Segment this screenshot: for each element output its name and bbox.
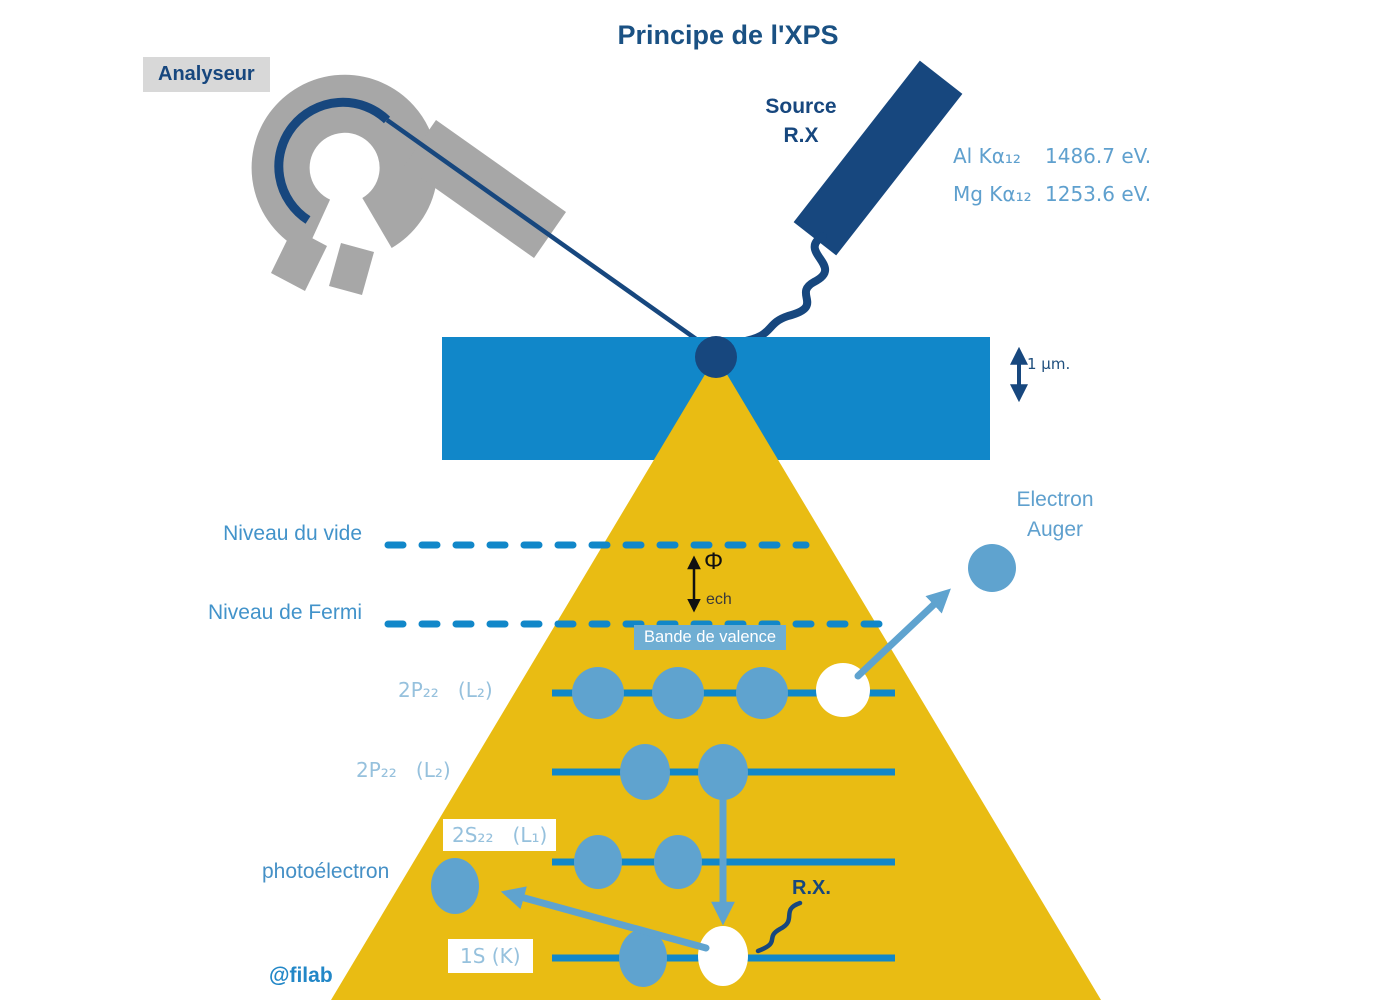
work-function-subscript: ech	[706, 591, 732, 608]
electron	[652, 667, 704, 719]
electron	[654, 835, 702, 889]
analyzer-label: Analyseur	[143, 57, 270, 92]
xray-energy-row: Mg Kα₁₂ 1253.6 eV.	[953, 182, 1151, 206]
xray-energy-list: Al Kα₁₂ 1486.7 eV. Mg Kα₁₂ 1253.6 eV.	[953, 144, 1151, 220]
level-label-2p-b: 2P₂₂ (L₂)	[356, 758, 451, 782]
auger-electron-label: Electron Auger	[988, 485, 1122, 545]
analyzer-foot-right	[329, 243, 374, 295]
level-label-2s: 2S₂₂ (L₁)	[443, 819, 557, 851]
electron	[619, 929, 667, 987]
source-label: Source R.X	[751, 92, 851, 150]
xray-energy-row: Al Kα₁₂ 1486.7 eV.	[953, 144, 1151, 168]
electron	[572, 667, 624, 719]
source-label-line1: Source	[765, 95, 837, 118]
xray-line-name: Al Kα₁₂	[953, 144, 1021, 168]
depth-label: 1 μm.	[1027, 355, 1071, 373]
work-function-symbol: Φ	[704, 548, 724, 575]
auger-label-line2: Auger	[1026, 518, 1084, 541]
photoelectron-label: photoélectron	[262, 860, 390, 883]
level-label-2p-a: 2P₂₂ (L₂)	[398, 678, 493, 702]
electron-hole-1s	[698, 926, 748, 986]
page-title: Principe de l'XPS	[617, 20, 839, 50]
credit-watermark: @filab	[269, 964, 333, 987]
xray-line-energy: 1486.7 eV.	[1045, 144, 1152, 168]
vacuum-level-label: Niveau du vide	[223, 522, 362, 545]
analyzer-electron-path-arc	[274, 97, 391, 224]
valence-band-label: Bande de valence	[634, 625, 787, 650]
xray-line-name: Mg Kα₁₂	[953, 182, 1032, 206]
rx-photon-label: R.X.	[792, 877, 831, 899]
auger-label-line1: Electron	[1016, 488, 1094, 511]
electron	[620, 744, 670, 800]
photoelectron-ejection-arrow	[500, 886, 710, 952]
electron	[736, 667, 788, 719]
analyzer-electron-path-line	[385, 118, 715, 353]
fermi-level-label: Niveau de Fermi	[207, 601, 362, 624]
electron	[698, 744, 748, 800]
analyzer-foot-left	[271, 228, 327, 291]
xray-line-energy: 1253.6 eV.	[1045, 182, 1152, 206]
xray-source-rod	[793, 60, 963, 256]
auger-electron-ball	[968, 544, 1016, 592]
source-label-line2: R.X	[783, 124, 819, 147]
electron	[574, 835, 622, 889]
impact-spot	[695, 336, 737, 378]
xray-photon-squiggle	[713, 232, 830, 355]
rx-photon-squiggle	[755, 900, 803, 954]
level-label-1s: 1S (K)	[448, 939, 533, 973]
auger-emission-arrow	[854, 588, 951, 680]
photoelectron-ball	[431, 858, 479, 914]
